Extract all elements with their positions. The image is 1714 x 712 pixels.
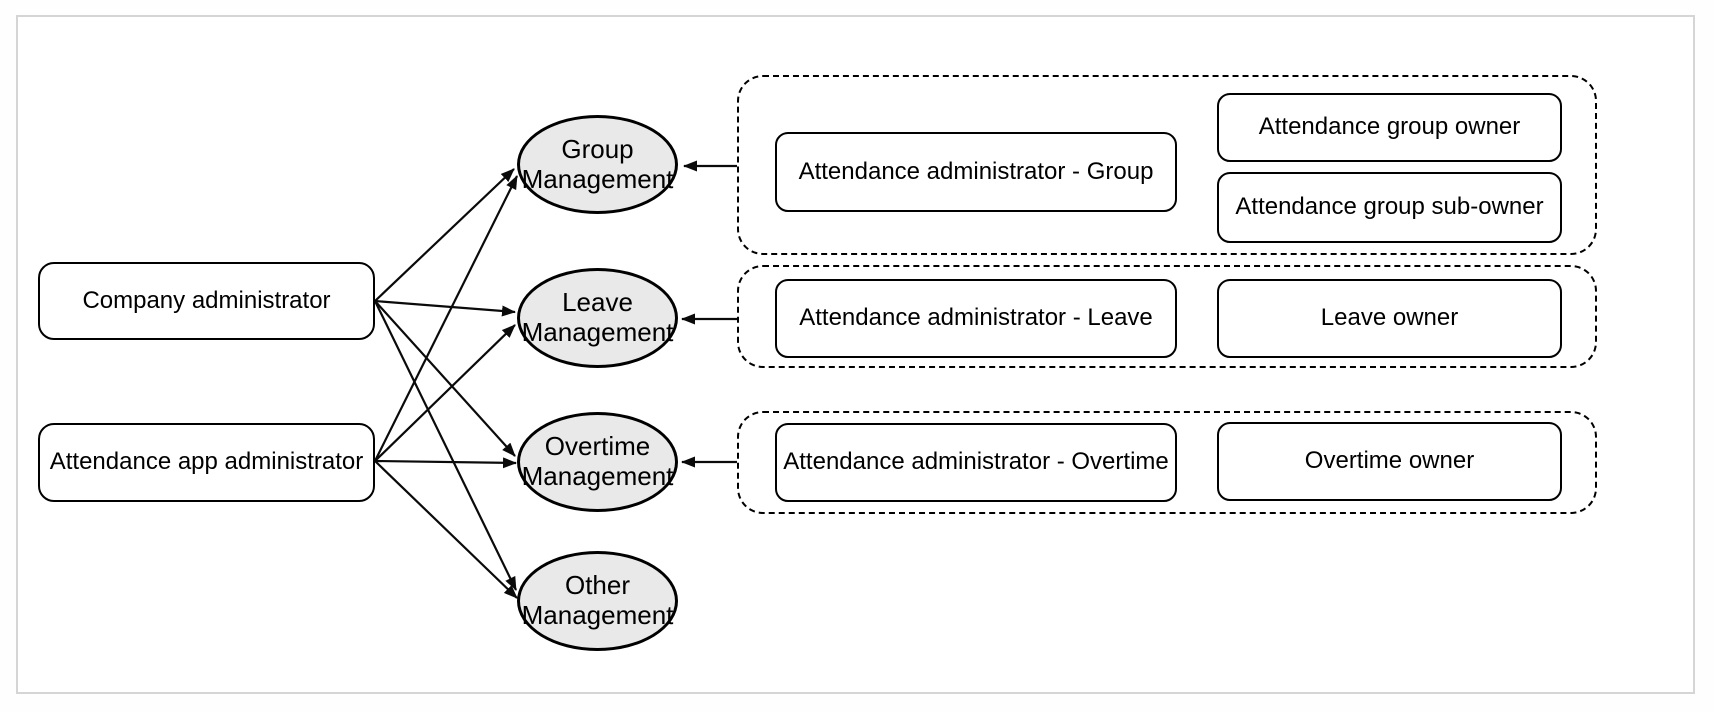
permission-group-container-overtime — [737, 411, 1597, 514]
actor-label: Company administrator — [82, 286, 331, 314]
actor-box-attendance-app-administrator: Attendance app administrator — [38, 423, 375, 502]
role-label: Attendance administrator - Overtime — [783, 448, 1169, 476]
module-ellipse-group-management: Group Management — [517, 115, 678, 214]
module-ellipse-overtime-management: Overtime Management — [517, 412, 678, 512]
module-ellipse-leave-management: Leave Management — [517, 268, 678, 368]
role-box-attendance-group-sub-owner: Attendance group sub-owner — [1217, 172, 1562, 243]
role-box-attendance-administrator-overtime: Attendance administrator - Overtime — [775, 423, 1177, 502]
role-label: Attendance group owner — [1258, 113, 1521, 141]
role-box-attendance-administrator-group: Attendance administrator - Group — [775, 132, 1177, 212]
module-label: Leave Management — [521, 287, 674, 347]
role-label: Attendance administrator - Leave — [799, 304, 1153, 332]
role-label: Attendance group sub-owner — [1235, 193, 1544, 221]
role-label: Leave owner — [1320, 304, 1459, 332]
role-label: Attendance administrator - Group — [798, 157, 1154, 185]
permission-group-container-group — [737, 75, 1597, 255]
module-label: Overtime Management — [521, 431, 674, 491]
module-label: Group Management — [521, 133, 674, 194]
actor-label: Attendance app administrator — [49, 448, 364, 476]
module-ellipse-other-management: Other Management — [517, 551, 678, 651]
actor-box-company-administrator: Company administrator — [38, 262, 375, 340]
role-box-attendance-group-owner: Attendance group owner — [1217, 93, 1562, 162]
module-label: Other Management — [521, 570, 674, 630]
permission-group-container-leave — [737, 265, 1597, 368]
role-label: Overtime owner — [1304, 447, 1475, 475]
role-box-attendance-administrator-leave: Attendance administrator - Leave — [775, 279, 1177, 358]
role-box-leave-owner: Leave owner — [1217, 279, 1562, 358]
role-box-overtime-owner: Overtime owner — [1217, 422, 1562, 501]
